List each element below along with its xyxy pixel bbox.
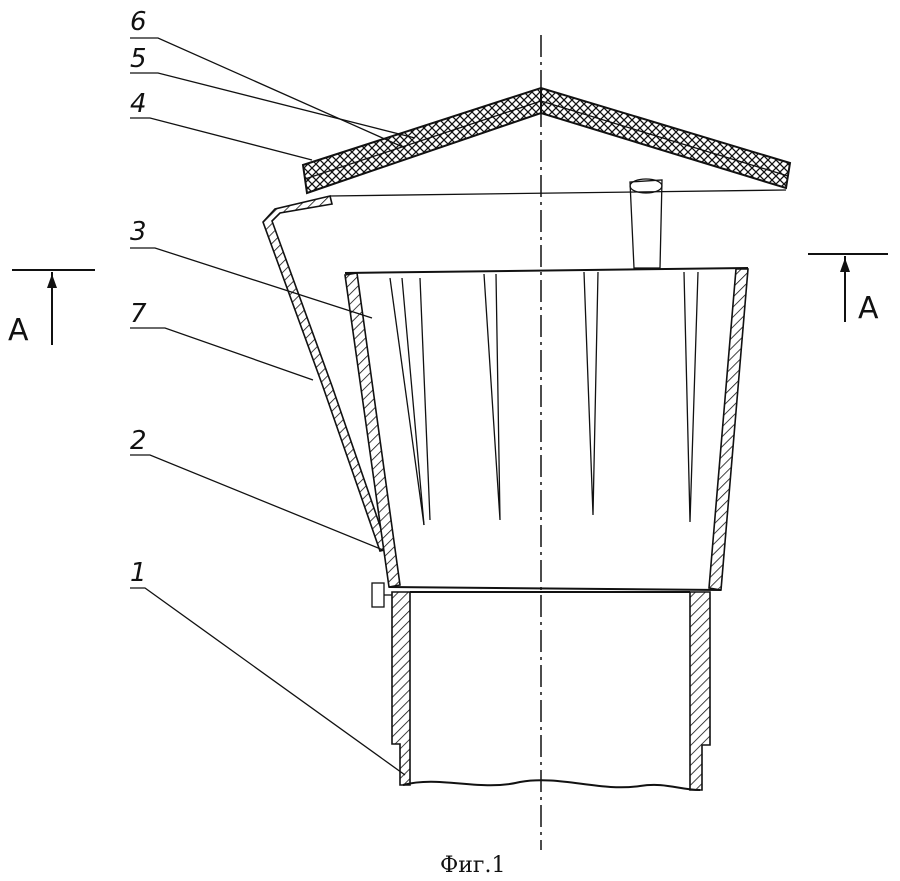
- label-4: 4: [130, 89, 147, 119]
- section-mark-right: A: [808, 253, 888, 326]
- label-5: 5: [130, 44, 147, 74]
- deflector-cone: [344, 267, 749, 591]
- label-3: 3: [130, 217, 147, 247]
- label-2: 2: [130, 426, 147, 456]
- label-7: 7: [130, 299, 147, 329]
- section-letter-right: A: [858, 291, 879, 326]
- leader-lines: [130, 37, 416, 776]
- figure-caption: Фиг.1: [440, 853, 505, 878]
- section-mark-left: A: [8, 269, 95, 348]
- label-6: 6: [130, 7, 147, 37]
- clamp-2: [371, 582, 392, 608]
- cone-slits: [389, 271, 699, 526]
- roof-cap: [301, 86, 792, 195]
- section-letter-left: A: [8, 313, 29, 348]
- label-1: 1: [130, 558, 147, 588]
- hanger-rod: [329, 178, 787, 269]
- pipe-1: [391, 591, 711, 791]
